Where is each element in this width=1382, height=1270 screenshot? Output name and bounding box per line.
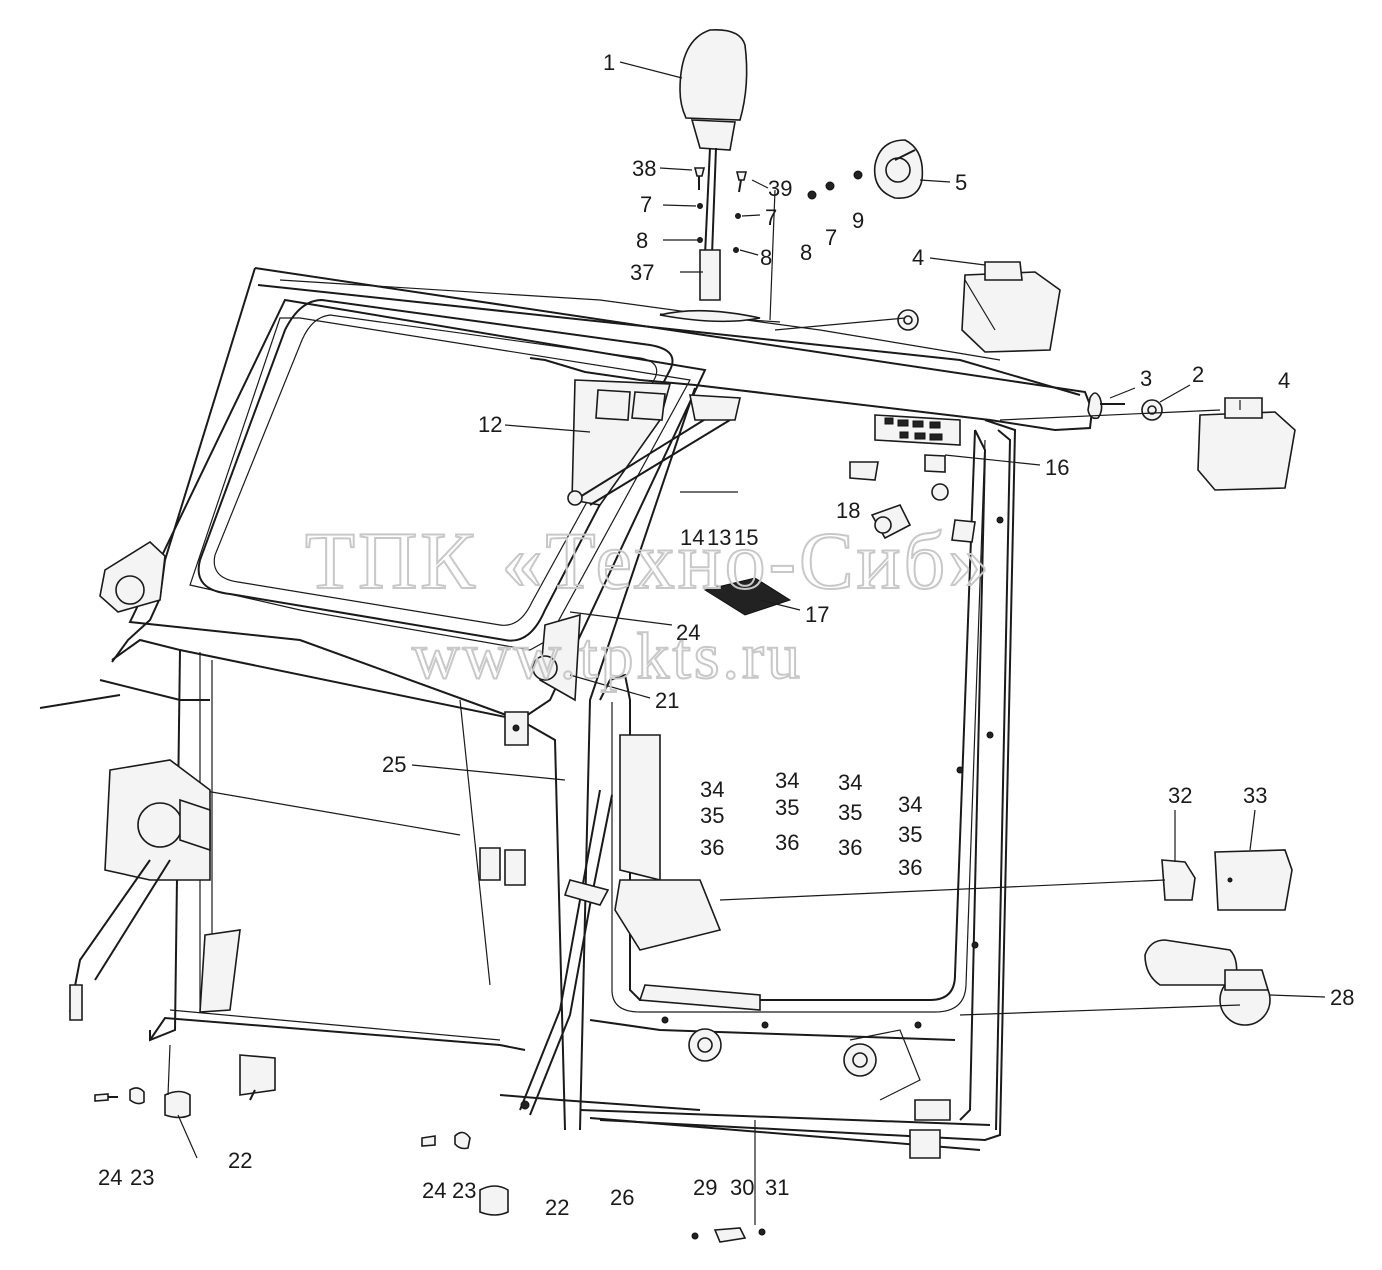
callout-23: 23	[130, 1165, 154, 1190]
callout-34: 34	[898, 792, 922, 817]
callout-7: 7	[765, 205, 777, 230]
callout-9: 9	[852, 208, 864, 233]
callout-1: 1	[603, 50, 615, 75]
callout-15: 15	[734, 525, 758, 550]
callout-23: 23	[452, 1178, 476, 1203]
callout-35: 35	[700, 803, 724, 828]
watermark-company: ТПК «Техно-Сиб»	[305, 515, 992, 606]
callout-35: 35	[838, 800, 862, 825]
callout-18: 18	[836, 498, 860, 523]
callout-4: 4	[1278, 368, 1290, 393]
callout-33: 33	[1243, 783, 1267, 808]
callout-5: 5	[955, 170, 967, 195]
callout-8: 8	[636, 228, 648, 253]
callout-2: 2	[1192, 362, 1204, 387]
interior-controls	[703, 414, 976, 616]
callout-36: 36	[898, 855, 922, 880]
callout-12: 12	[478, 412, 502, 437]
callout-29: 29	[693, 1175, 717, 1200]
callout-34: 34	[775, 768, 799, 793]
callout-22: 22	[545, 1195, 569, 1220]
callout-13: 13	[707, 525, 731, 550]
callout-28: 28	[1330, 985, 1354, 1010]
callout-14: 14	[680, 525, 704, 550]
callout-25: 25	[382, 752, 406, 777]
cab-frame	[39, 267, 1094, 1159]
callout-26: 26	[610, 1185, 634, 1210]
watermark-url: www.tpkts.ru	[412, 620, 803, 693]
callout-labels: 1 38 39 7 7 8 8 37 5 8 7 9 4 3 2 4 12 16…	[98, 50, 1354, 1220]
callout-24: 24	[676, 620, 700, 645]
callout-32: 32	[1168, 783, 1192, 808]
callout-38: 38	[632, 156, 656, 181]
callout-35: 35	[775, 795, 799, 820]
callout-8: 8	[760, 245, 772, 270]
callout-36: 36	[838, 835, 862, 860]
callout-34: 34	[838, 770, 862, 795]
callout-21: 21	[655, 688, 679, 713]
callout-16: 16	[1045, 455, 1069, 480]
callout-30: 30	[730, 1175, 754, 1200]
callout-22: 22	[228, 1148, 252, 1173]
callout-24: 24	[98, 1165, 122, 1190]
callout-36: 36	[700, 835, 724, 860]
callout-3: 3	[1140, 366, 1152, 391]
callout-35: 35	[898, 822, 922, 847]
callout-37: 37	[630, 260, 654, 285]
exploded-parts	[94, 28, 1296, 1243]
callout-39: 39	[768, 176, 792, 201]
callout-36: 36	[775, 830, 799, 855]
callout-31: 31	[765, 1175, 789, 1200]
callout-24: 24	[422, 1178, 446, 1203]
leader-lines	[177, 61, 1326, 1159]
watermark: ТПК «Техно-Сиб» www.tpkts.ru	[304, 514, 992, 694]
callout-8: 8	[800, 240, 812, 265]
callout-17: 17	[805, 602, 829, 627]
callout-4: 4	[912, 245, 924, 270]
callout-7: 7	[640, 192, 652, 217]
callout-7: 7	[825, 225, 837, 250]
callout-34: 34	[700, 777, 724, 802]
